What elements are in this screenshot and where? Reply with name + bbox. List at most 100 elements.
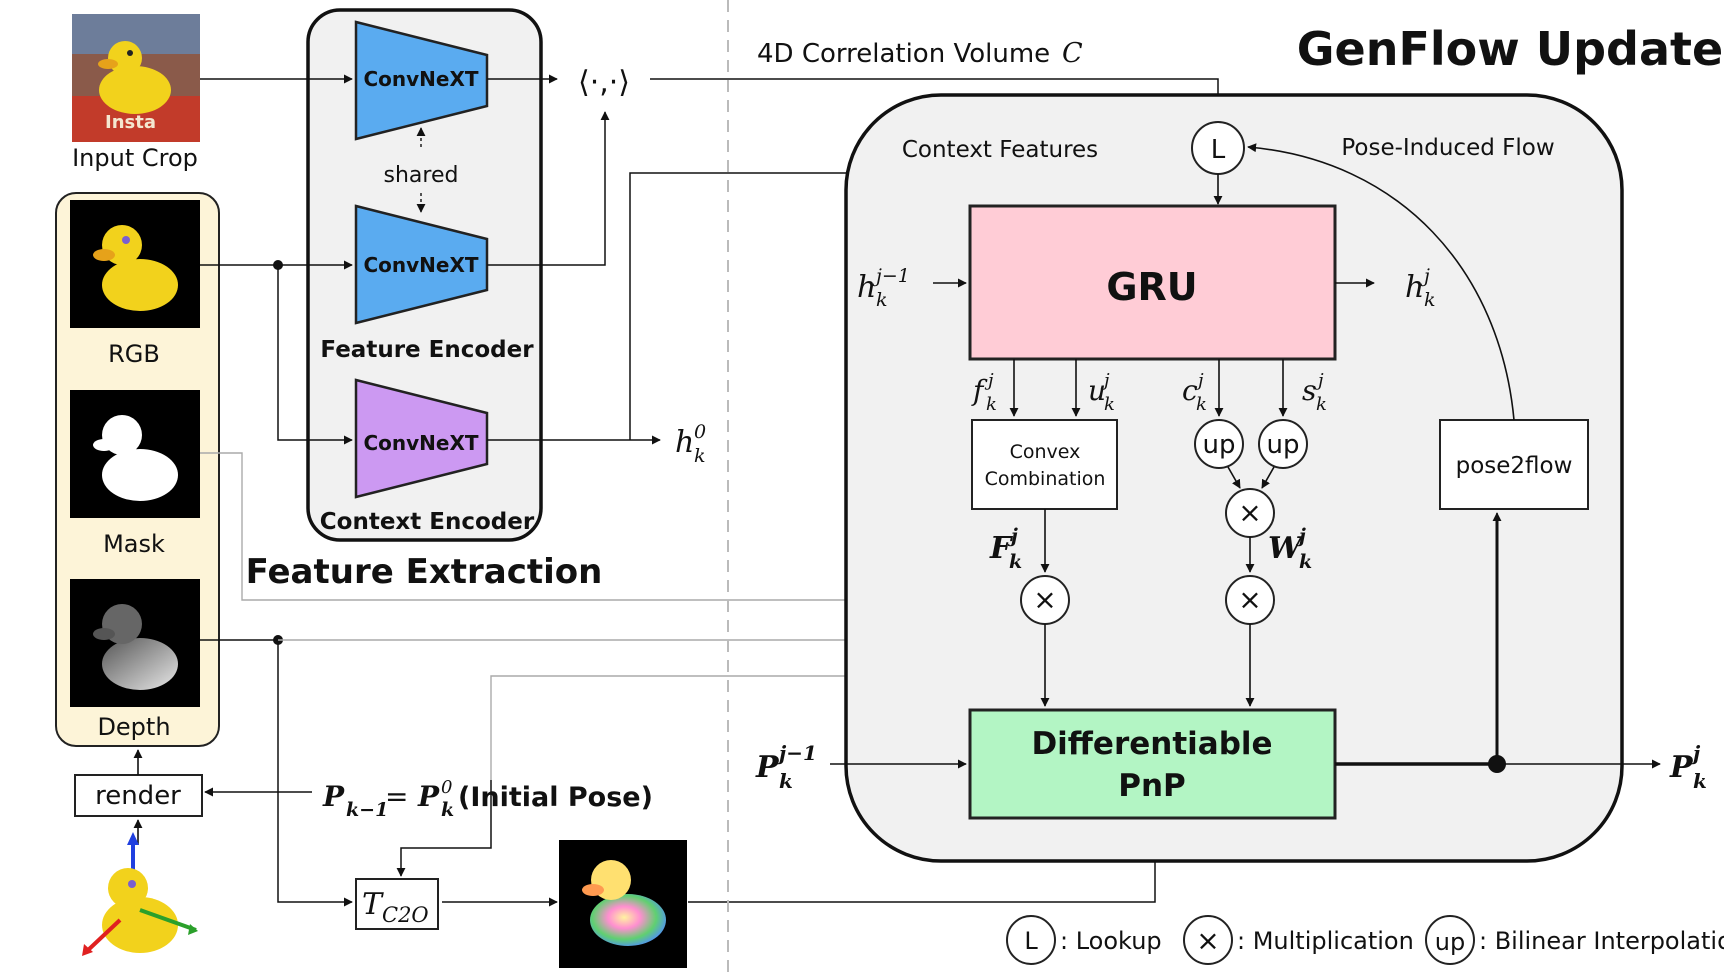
weight-field-symbol: W j k bbox=[1268, 525, 1312, 573]
svg-text:P: P bbox=[1669, 750, 1694, 785]
transform-label: T bbox=[362, 887, 384, 922]
legend-up-symbol: up bbox=[1435, 928, 1465, 956]
input-crop-label: Input Crop bbox=[72, 144, 198, 172]
svg-text:0: 0 bbox=[694, 421, 706, 443]
svg-text:c: c bbox=[1182, 374, 1198, 407]
sensitivity-output-symbol: s j k bbox=[1302, 370, 1327, 415]
convnext-feature-top: ConvNeXT bbox=[354, 20, 489, 141]
svg-text:j−1: j−1 bbox=[775, 741, 817, 765]
svg-text:j: j bbox=[1420, 265, 1430, 287]
svg-text:k−1: k−1 bbox=[346, 799, 388, 821]
convnext-context: ConvNeXT bbox=[354, 378, 489, 499]
certainty-output-symbol: c j k bbox=[1182, 370, 1207, 415]
svg-text:k: k bbox=[1009, 551, 1022, 573]
legend-up-icon bbox=[1425, 915, 1475, 965]
context-encoder-label: Context Encoder bbox=[320, 509, 535, 535]
shared-label: shared bbox=[384, 163, 459, 188]
h0-symbol: h 0 k bbox=[675, 421, 706, 467]
svg-text:k: k bbox=[779, 769, 793, 793]
pose-junction bbox=[1488, 755, 1506, 773]
upsample-right-node bbox=[1258, 419, 1308, 469]
legend-up-text: : Bilinear Interpolation bbox=[1479, 927, 1724, 955]
svg-text:=: = bbox=[385, 780, 408, 813]
svg-text:k: k bbox=[876, 289, 888, 311]
gru-label: GRU bbox=[1106, 265, 1197, 309]
svg-text:(Initial Pose): (Initial Pose) bbox=[458, 782, 653, 813]
svg-text:k: k bbox=[1104, 394, 1115, 415]
svg-text:j: j bbox=[984, 370, 994, 391]
correlation-volume-symbol: C bbox=[1062, 38, 1083, 69]
context-features-label: Context Features bbox=[902, 137, 1098, 163]
multiply-weights-symbol: × bbox=[1238, 496, 1261, 529]
svg-text:W: W bbox=[1268, 531, 1305, 566]
svg-text:P: P bbox=[755, 750, 780, 785]
svg-text:j: j bbox=[1194, 370, 1204, 391]
svg-text:P: P bbox=[322, 780, 345, 813]
mask-label: Mask bbox=[103, 530, 165, 558]
mask-output-symbol: u j k bbox=[1088, 370, 1115, 415]
svg-text:k: k bbox=[986, 394, 997, 415]
upsample-left-label: up bbox=[1203, 430, 1236, 460]
pose-out-symbol: P j k bbox=[1669, 741, 1707, 793]
legend-multiply-symbol: × bbox=[1196, 924, 1219, 957]
svg-text:j: j bbox=[1314, 370, 1324, 391]
pose-in-symbol: P j−1 k bbox=[755, 741, 817, 793]
pose-induced-flow-label: Pose-Induced Flow bbox=[1341, 135, 1554, 161]
upsample-right-label: up bbox=[1267, 430, 1300, 460]
convex-line1: Convex bbox=[1010, 441, 1081, 463]
svg-text:j: j bbox=[1100, 370, 1110, 391]
pnp-line2: PnP bbox=[1118, 768, 1186, 804]
feature-extraction-title: Feature Extraction bbox=[246, 552, 603, 592]
initial-pose-label: P k−1 = P 0 k (Initial Pose) bbox=[322, 777, 653, 821]
legend-lookup-text: : Lookup bbox=[1060, 927, 1162, 955]
pnp-block bbox=[968, 708, 1337, 820]
pose2flow-label: pose2flow bbox=[1456, 453, 1573, 479]
mask-image bbox=[70, 390, 200, 518]
depth-label: Depth bbox=[97, 713, 170, 741]
svg-text:j: j bbox=[1007, 525, 1018, 547]
duck-3d-model-icon bbox=[82, 832, 198, 956]
legend-lookup-symbol: L bbox=[1024, 927, 1038, 955]
rgb-label: RGB bbox=[108, 340, 160, 368]
render-label: render bbox=[95, 781, 181, 811]
svg-text:s: s bbox=[1302, 374, 1316, 407]
legend: L : Lookup × : Multiplication up : Bilin… bbox=[1006, 915, 1724, 965]
svg-text:k: k bbox=[441, 799, 454, 821]
lookup-symbol: L bbox=[1211, 135, 1226, 165]
svg-text:k: k bbox=[1196, 394, 1207, 415]
convnext-feature-mid: ConvNeXT bbox=[354, 204, 489, 325]
svg-text:Insta: Insta bbox=[105, 112, 156, 133]
correlation-volume-label: 4D Correlation Volume bbox=[757, 39, 1050, 69]
convnext-mid-label: ConvNeXT bbox=[363, 253, 478, 277]
convnext-top-label: ConvNeXT bbox=[363, 67, 478, 91]
hidden-state-in-symbol: h j−1 k bbox=[857, 265, 910, 311]
gru-block bbox=[968, 204, 1337, 361]
rgb-image bbox=[70, 200, 200, 328]
svg-text:k: k bbox=[1424, 289, 1436, 311]
convnext-bottom-label: ConvNeXT bbox=[363, 431, 478, 455]
svg-text:h: h bbox=[675, 425, 694, 460]
transform-subscript: C2O bbox=[382, 903, 429, 927]
input-crop-image: Insta bbox=[72, 14, 200, 142]
svg-text:j−1: j−1 bbox=[872, 265, 910, 287]
pose2flow-box bbox=[1439, 419, 1589, 510]
legend-lookup-icon bbox=[1006, 915, 1056, 965]
genflow-update-title: GenFlow Update bbox=[1297, 22, 1723, 76]
inner-product-symbol: ⟨·,·⟩ bbox=[578, 65, 630, 100]
flow-field-symbol: F j k bbox=[989, 525, 1022, 573]
svg-text:u: u bbox=[1088, 374, 1106, 407]
flow-map-image bbox=[559, 840, 687, 968]
multiply-mask-symbol: × bbox=[1238, 583, 1261, 616]
legend-multiply-icon bbox=[1183, 915, 1233, 965]
legend-multiply-text: : Multiplication bbox=[1237, 927, 1414, 955]
feature-encoder-label: Feature Encoder bbox=[320, 337, 534, 363]
svg-text:k: k bbox=[1299, 551, 1312, 573]
depth-image bbox=[70, 579, 200, 707]
svg-text:0: 0 bbox=[441, 777, 452, 798]
svg-text:k: k bbox=[694, 445, 706, 467]
multiply-flow-symbol: × bbox=[1033, 583, 1056, 616]
upsample-left-node bbox=[1194, 419, 1244, 469]
convex-line2: Combination bbox=[985, 468, 1106, 490]
svg-text:F: F bbox=[989, 531, 1014, 566]
